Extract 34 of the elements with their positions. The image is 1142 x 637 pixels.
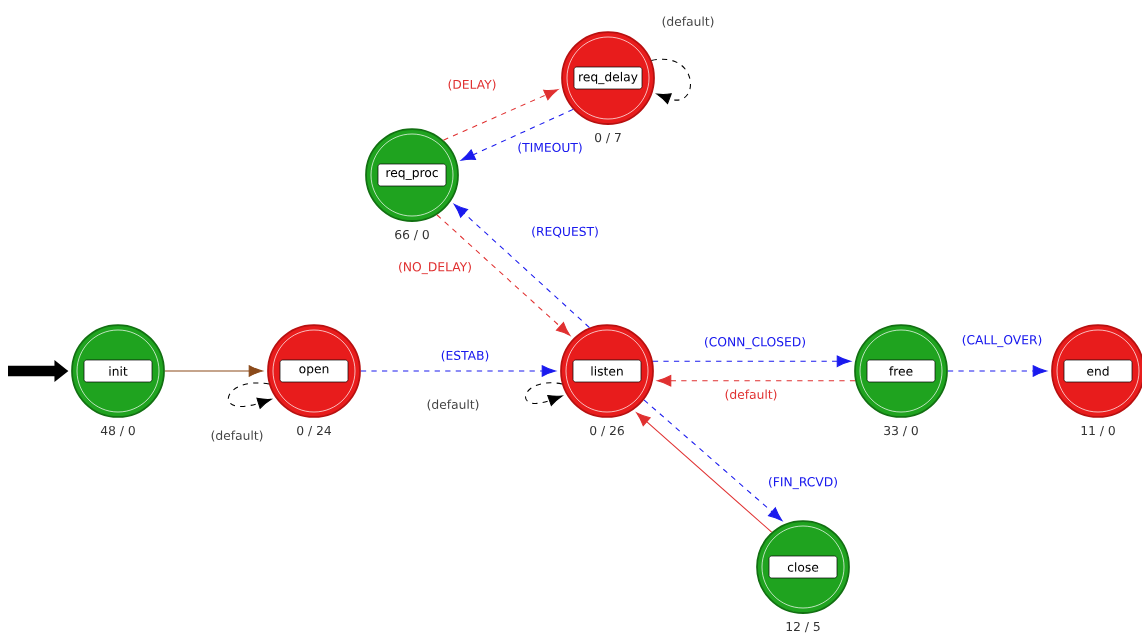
edge-label: (NO_DELAY) [396, 260, 474, 276]
state-count: 11 / 0 [1081, 425, 1115, 437]
transition-arrow [453, 203, 590, 329]
edge-label: (REQUEST) [529, 224, 601, 240]
edge-label: (CALL_OVER) [959, 333, 1045, 349]
transition-arrow [164, 365, 263, 377]
state-count: 33 / 0 [884, 425, 918, 437]
state-count: 66 / 0 [395, 229, 429, 241]
state-count: 12 / 5 [786, 621, 820, 633]
edge-label: (TIMEOUT) [515, 140, 585, 156]
edge-label: (DELAY) [445, 77, 499, 93]
self-loop [227, 382, 272, 409]
transition-arrow [360, 365, 556, 377]
transition-arrow [643, 399, 783, 521]
edge-label: (CONN_CLOSED) [702, 335, 808, 351]
transition-arrow [460, 108, 574, 161]
state-count: 48 / 0 [100, 425, 135, 437]
state-count: 0 / 7 [595, 132, 621, 144]
edge-label: (FIN_RCVD) [766, 475, 840, 491]
transition-arrow [657, 375, 856, 387]
transition-arrow [442, 89, 559, 141]
transition-arrow [947, 365, 1047, 377]
transition-arrow [636, 412, 773, 533]
self-loop [650, 58, 691, 105]
self-loop [525, 382, 563, 406]
edge-label: (default) [659, 14, 717, 30]
transition-arrow [436, 214, 571, 336]
edge-label: (default) [208, 428, 266, 444]
edge-label: (ESTAB) [438, 348, 492, 364]
state-count: 0 / 26 [590, 425, 624, 437]
edge-label: (default) [424, 397, 482, 413]
state-count: 0 / 24 [297, 425, 331, 437]
transition-arrow [652, 355, 851, 367]
edge-label: (default) [722, 387, 780, 403]
